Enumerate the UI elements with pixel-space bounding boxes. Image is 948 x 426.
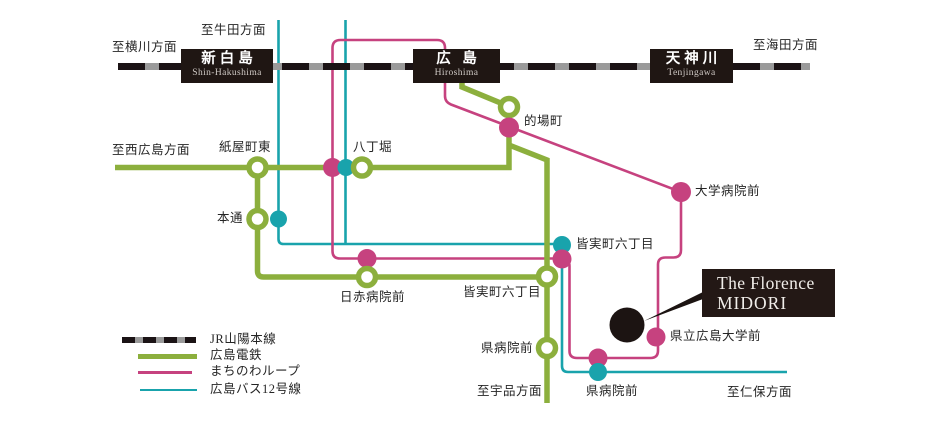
- jr-station-hiroshima: 広 島 Hiroshima: [413, 49, 500, 83]
- building-name-line1: The Florence: [717, 273, 815, 293]
- stop-label-minamimachi6-tram: 皆実町六丁目: [463, 285, 542, 299]
- stop-daigaku-byoin-mae: [671, 182, 691, 202]
- stop-matobacho-loop: [499, 117, 519, 138]
- legend-swatch-bus12: [140, 389, 197, 391]
- stop-kenbyoin-loop: [588, 348, 608, 368]
- station-name-jp: 天神川: [665, 51, 722, 68]
- building-name-box: The Florence MIDORI: [702, 269, 835, 317]
- stop-nisseki-loop: [357, 249, 377, 268]
- direction-ushita: 至牛田方面: [201, 23, 267, 37]
- stop-hondori-bus: [270, 210, 287, 228]
- stop-kenritsu-daigaku: [646, 327, 666, 347]
- building-location-dot: [609, 307, 645, 343]
- direction-niho: 至仁保方面: [727, 385, 793, 399]
- legend-swatch-machinowa: [138, 371, 192, 374]
- stop-kenbyoin-tram: [535, 336, 559, 360]
- stop-hatchobori-loop: [323, 158, 342, 177]
- stop-label-kenritsu-hiroshima-daigaku-mae: 県立広島大学前: [670, 329, 762, 343]
- station-name-romaji: Tenjingawa: [667, 68, 716, 79]
- stop-label-matobacho: 的場町: [524, 114, 564, 128]
- stop-label-minamimachi6-loop: 皆実町六丁目: [576, 237, 655, 251]
- building-name-line2: MIDORI: [717, 293, 788, 314]
- stop-minamimachi6-bus: [553, 236, 571, 254]
- stop-hondori: [246, 207, 269, 231]
- stop-label-hondori: 本通: [217, 211, 244, 225]
- direction-ujina: 至宇品方面: [477, 384, 543, 398]
- jr-station-tenjingawa: 天神川 Tenjingawa: [650, 49, 733, 83]
- building-pointer-line: [644, 292, 703, 321]
- hiroden-ujina-line: [507, 142, 550, 403]
- legend-swatch-hiroden: [138, 354, 197, 359]
- stop-matobacho-tram: [497, 95, 521, 119]
- station-name-jp: 新白島: [201, 51, 257, 68]
- station-name-romaji: Hiroshima: [434, 68, 479, 79]
- stop-label-daigaku-byoin-mae: 大学病院前: [695, 184, 761, 198]
- stop-label-nisseki-byoin-mae: 日赤病院前: [340, 290, 406, 304]
- stop-minamimachi6-tram: [535, 265, 559, 288]
- station-name-romaji: Shin-Hakushima: [192, 68, 262, 79]
- jr-station-shin-hakushima: 新白島 Shin-Hakushima: [181, 49, 273, 83]
- stop-label-kamiyacho-higashi: 紙屋町東: [219, 140, 272, 154]
- legend-label-bus12: 広島バス12号線: [210, 382, 302, 396]
- legend-label-hiroden: 広島電鉄: [210, 348, 263, 362]
- direction-yokogawa: 至横川方面: [112, 40, 178, 54]
- stop-nisseki-tram: [355, 265, 379, 289]
- stop-label-kenbyoin-mae-loop: 県病院前: [586, 384, 639, 398]
- legend-label-machinowa: まちのわループ: [210, 364, 301, 378]
- stop-label-kenbyoin-mae-tram: 県病院前: [481, 341, 534, 355]
- stop-label-hatchobori: 八丁堀: [353, 140, 393, 154]
- hiroden-hiroshima-branch: [459, 82, 512, 170]
- station-name-jp: 広 島: [436, 51, 481, 68]
- stop-kenbyoin-bus: [589, 363, 607, 381]
- legend-label-jr: JR山陽本線: [210, 332, 277, 346]
- legend-swatch-jr: [122, 337, 196, 343]
- direction-nishi-hiroshima: 至西広島方面: [112, 143, 191, 157]
- stop-minamimachi6-loop: [552, 249, 572, 269]
- stop-kamiyacho-higashi: [246, 156, 269, 179]
- hiroden-hondori-line: [254, 165, 547, 280]
- stop-hatchobori-tram: [350, 156, 374, 179]
- stop-hatchobori-bus: [337, 159, 355, 176]
- direction-kaita: 至海田方面: [753, 38, 819, 52]
